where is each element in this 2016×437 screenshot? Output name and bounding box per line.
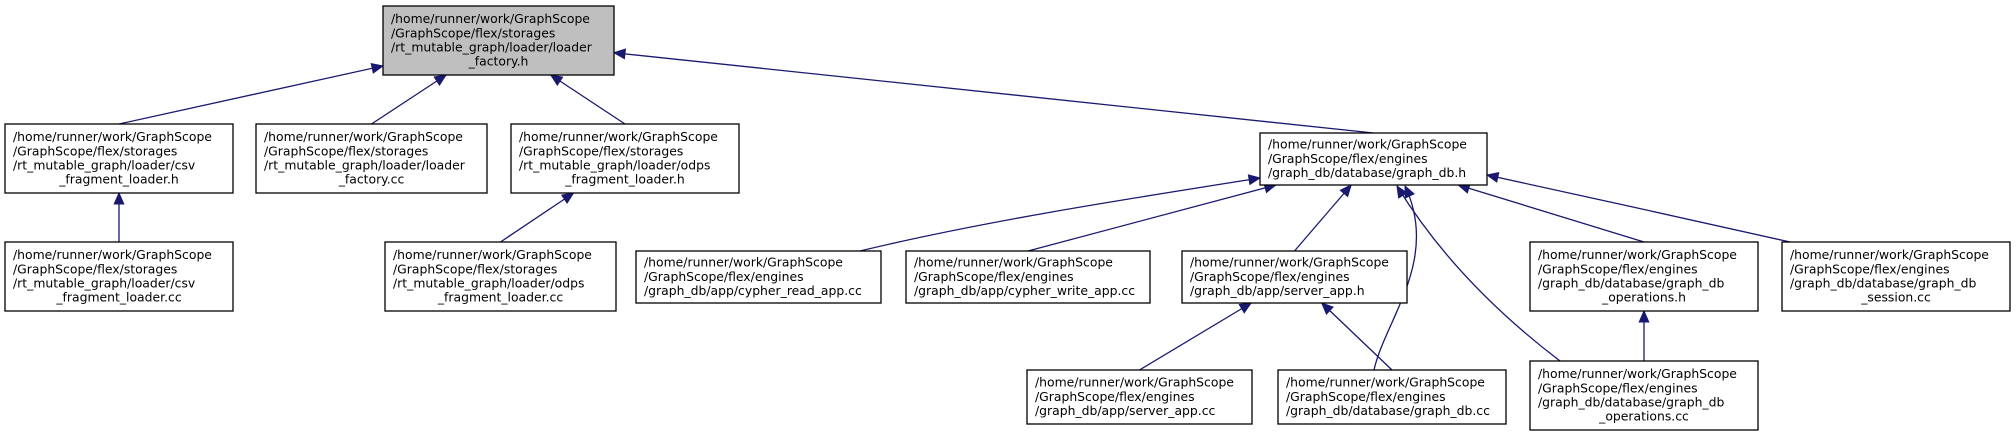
node-odps-loader-cc[interactable]: /home/runner/work/GraphScope/GraphScope/… xyxy=(384,241,617,312)
node-label-line: /rt_mutable_graph/loader/csv xyxy=(13,276,195,291)
edge-graph_db_operations_h-to-graph_db_operations_cc xyxy=(1638,309,1650,361)
edge-graph_db_h-to-cypher_write_app_cc xyxy=(1027,182,1278,252)
node-label-line: /GraphScope/flex/engines xyxy=(1035,389,1195,404)
node-server-app-cc[interactable]: /home/runner/work/GraphScope/GraphScope/… xyxy=(1026,369,1253,425)
node-label-line: /graph_db/database/graph_db.cc xyxy=(1286,403,1490,418)
node-label-line: _factory.cc xyxy=(338,172,405,187)
node-csv-loader-cc[interactable]: /home/runner/work/GraphScope/GraphScope/… xyxy=(4,241,234,312)
node-label-line: /GraphScope/flex/storages xyxy=(393,261,557,276)
edge-graph_db_h-to-graph_db_session_cc xyxy=(1485,171,1791,243)
node-label-line: /GraphScope/flex/engines xyxy=(1190,269,1350,284)
node-loader-factory-cc[interactable]: /home/runner/work/GraphScope/GraphScope/… xyxy=(255,123,488,194)
node-label-line: /GraphScope/flex/engines xyxy=(1538,380,1698,395)
edge-root-to-loader_factory_cc xyxy=(371,74,448,125)
edge-graph_db_h-to-graph_db_operations_cc xyxy=(1396,184,1561,362)
node-server-app-h[interactable]: /home/runner/work/GraphScope/GraphScope/… xyxy=(1181,250,1408,304)
edge-root-to-graph_db_h xyxy=(612,48,1374,134)
node-label-line: /GraphScope/flex/storages xyxy=(519,143,683,158)
node-label-line: _fragment_loader.h xyxy=(564,172,685,187)
node-label-line: /GraphScope/flex/engines xyxy=(1538,261,1698,276)
node-label-line: /rt_mutable_graph/loader/csv xyxy=(13,158,195,173)
node-label-line: _operations.cc xyxy=(1598,409,1689,424)
edge-graph_db_h-to-server_app_h xyxy=(1294,184,1352,252)
node-label-line: /graph_db/app/server_app.cc xyxy=(1035,403,1216,418)
node-label-line: _fragment_loader.cc xyxy=(55,290,182,305)
node-label-line: _operations.h xyxy=(1601,290,1686,305)
node-graph-db-h[interactable]: /home/runner/work/GraphScope/GraphScope/… xyxy=(1259,132,1488,186)
node-label-line: /home/runner/work/GraphScope xyxy=(519,129,718,144)
node-label-line: /graph_db/database/graph_db xyxy=(1790,276,1976,291)
node-graph-db-operations-h[interactable]: /home/runner/work/GraphScope/GraphScope/… xyxy=(1529,241,1759,312)
node-label-line: /home/runner/work/GraphScope xyxy=(13,247,212,262)
node-label-line: /home/runner/work/GraphScope xyxy=(393,247,592,262)
node-label-line: /home/runner/work/GraphScope xyxy=(1790,247,1989,262)
node-label-line: /rt_mutable_graph/loader/loader xyxy=(264,158,466,173)
node-label-line: _factory.h xyxy=(468,54,529,69)
node-label-line: /home/runner/work/GraphScope xyxy=(1538,247,1737,262)
node-label-line: /rt_mutable_graph/loader/odps xyxy=(519,158,710,173)
node-label-line: /GraphScope/flex/storages xyxy=(391,25,555,40)
edge-graph_db_h-to-graph_db_operations_h xyxy=(1457,183,1645,243)
node-odps-loader-h[interactable]: /home/runner/work/GraphScope/GraphScope/… xyxy=(510,123,740,194)
edge-server_app_h-to-graph_db_cc xyxy=(1320,302,1393,371)
nodes-layer: /home/runner/work/GraphScope/GraphScope/… xyxy=(4,5,2011,431)
edges-layer xyxy=(113,48,1791,371)
node-label-line: /home/runner/work/GraphScope xyxy=(914,255,1113,270)
node-csv-loader-h[interactable]: /home/runner/work/GraphScope/GraphScope/… xyxy=(4,123,234,194)
node-label-line: /home/runner/work/GraphScope xyxy=(1268,137,1467,152)
node-label-line: /home/runner/work/GraphScope xyxy=(1190,255,1389,270)
node-label-line: /home/runner/work/GraphScope xyxy=(1286,375,1485,390)
edge-csv_loader_h-to-csv_loader_cc xyxy=(113,191,125,242)
node-label-line: /GraphScope/flex/storages xyxy=(13,143,177,158)
node-label-line: /home/runner/work/GraphScope xyxy=(1035,375,1234,390)
node-label-line: /GraphScope/flex/storages xyxy=(13,261,177,276)
edge-root-to-odps_loader_h xyxy=(549,74,626,125)
node-label-line: /rt_mutable_graph/loader/loader xyxy=(391,40,593,55)
node-cypher-write-app-cc[interactable]: /home/runner/work/GraphScope/GraphScope/… xyxy=(905,250,1151,304)
node-label-line: /rt_mutable_graph/loader/odps xyxy=(393,276,584,291)
node-label-line: /graph_db/database/graph_db xyxy=(1538,395,1724,410)
node-label-line: /home/runner/work/GraphScope xyxy=(1538,366,1737,381)
node-root[interactable]: /home/runner/work/GraphScope/GraphScope/… xyxy=(382,5,615,76)
edge-odps_loader_h-to-odps_loader_cc xyxy=(500,192,575,243)
node-label-line: /GraphScope/flex/engines xyxy=(914,269,1074,284)
node-graph-db-operations-cc[interactable]: /home/runner/work/GraphScope/GraphScope/… xyxy=(1529,360,1759,431)
node-graph-db-cc[interactable]: /home/runner/work/GraphScope/GraphScope/… xyxy=(1277,369,1507,425)
node-label-line: /home/runner/work/GraphScope xyxy=(644,255,843,270)
node-label-line: /home/runner/work/GraphScope xyxy=(264,129,463,144)
node-label-line: /graph_db/app/cypher_read_app.cc xyxy=(644,283,862,298)
node-cypher-read-app-cc[interactable]: /home/runner/work/GraphScope/GraphScope/… xyxy=(635,250,882,304)
edge-server_app_h-to-server_app_cc xyxy=(1139,302,1253,371)
node-graph-db-session-cc[interactable]: /home/runner/work/GraphScope/GraphScope/… xyxy=(1781,241,2011,312)
node-label-line: /graph_db/database/graph_db.h xyxy=(1268,165,1466,180)
node-label-line: /home/runner/work/GraphScope xyxy=(13,129,212,144)
node-label-line: /graph_db/database/graph_db xyxy=(1538,276,1724,291)
node-label-line: _fragment_loader.h xyxy=(58,172,179,187)
node-label-line: _session.cc xyxy=(1860,290,1931,305)
node-label-line: _fragment_loader.cc xyxy=(437,290,564,305)
node-label-line: /GraphScope/flex/engines xyxy=(1286,389,1446,404)
node-label-line: /GraphScope/flex/engines xyxy=(1790,261,1950,276)
edge-root-to-csv_loader_h xyxy=(118,62,385,125)
node-label-line: /graph_db/app/cypher_write_app.cc xyxy=(914,283,1135,298)
node-label-line: /graph_db/app/server_app.h xyxy=(1190,283,1365,298)
edge-graph_db_h-to-cypher_read_app_cc xyxy=(859,174,1262,252)
node-label-line: /GraphScope/flex/engines xyxy=(1268,151,1428,166)
node-label-line: /GraphScope/flex/storages xyxy=(264,143,428,158)
node-label-line: /GraphScope/flex/engines xyxy=(644,269,804,284)
node-label-line: /home/runner/work/GraphScope xyxy=(391,11,590,26)
